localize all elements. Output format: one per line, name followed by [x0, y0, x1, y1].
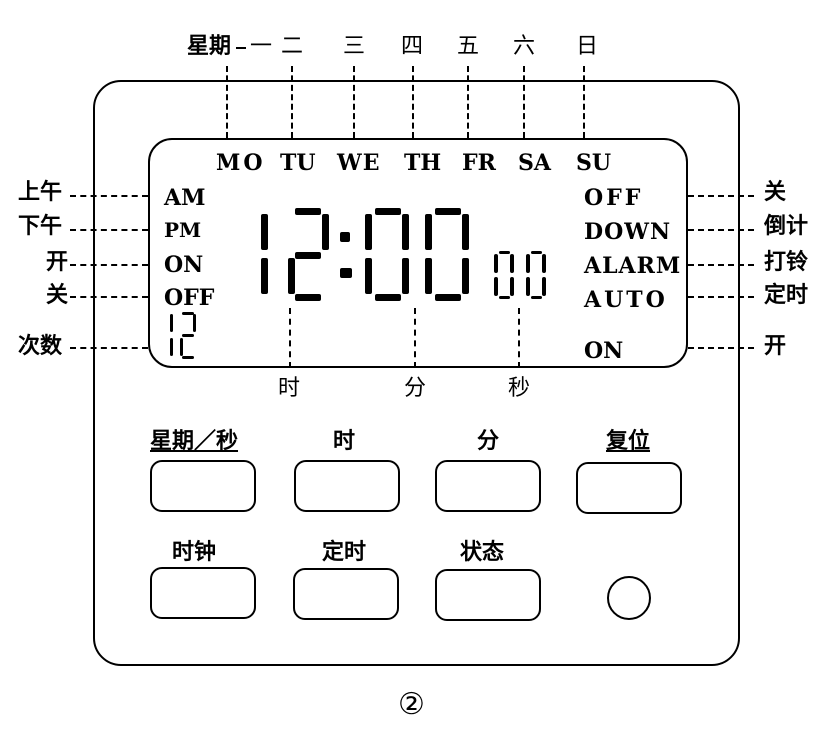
- status-button[interactable]: [435, 569, 541, 621]
- button-label-reset: 复位: [606, 429, 651, 454]
- lcd-day-we: WE: [337, 150, 381, 176]
- main-time-display: [255, 200, 485, 301]
- button-label-timer: 定时: [322, 540, 367, 565]
- day-label-sat: 六: [513, 34, 536, 59]
- button-label-minute: 分: [477, 429, 500, 454]
- button-label-status: 状态: [460, 540, 505, 565]
- leader-count: [70, 347, 148, 349]
- leader-alarm: [688, 264, 754, 266]
- round-button[interactable]: [607, 576, 651, 620]
- indicator-off-right: OFF: [584, 185, 644, 211]
- indicator-auto: AUTO: [584, 287, 668, 313]
- lcd-day-sa: SA: [518, 150, 551, 176]
- leader-thu: [412, 66, 414, 138]
- leader-on-right: [688, 347, 754, 349]
- leader-down: [688, 229, 754, 231]
- leader-second: [518, 308, 520, 368]
- leader-hour: [289, 308, 291, 368]
- minute-button[interactable]: [435, 460, 541, 512]
- indicator-pm: PM: [164, 218, 202, 242]
- leader-off-right: [688, 195, 754, 197]
- button-label-hour: 时: [333, 429, 356, 454]
- reset-button[interactable]: [576, 462, 682, 514]
- leader-tue: [291, 66, 293, 138]
- button-label-week-second: 星期／秒: [150, 429, 239, 454]
- indicator-am: AM: [164, 185, 206, 211]
- leader-on-left: [70, 264, 148, 266]
- indicator-alarm: ALARM: [584, 253, 682, 279]
- lcd-day-th: TH: [404, 150, 442, 176]
- callout-count: 次数: [18, 334, 63, 359]
- leader-minute: [414, 308, 416, 368]
- callout-am: 上午: [18, 180, 63, 205]
- leader-fri: [467, 66, 469, 138]
- lcd-day-mo: MO: [216, 150, 266, 176]
- lcd-day-fr: FR: [462, 150, 496, 176]
- button-label-clock: 时钟: [172, 540, 217, 565]
- day-label-fri: 五: [457, 34, 480, 59]
- day-label-tue: 二: [281, 34, 304, 59]
- callout-minute: 分: [404, 376, 427, 401]
- callout-on-right: 开: [764, 334, 787, 359]
- leader-mon: [226, 66, 228, 138]
- indicator-off-left: OFF: [164, 285, 215, 311]
- lcd-screen: [148, 138, 688, 368]
- seconds-display: [492, 250, 552, 300]
- leader-pm: [70, 229, 148, 231]
- callout-off-right: 关: [764, 180, 787, 205]
- counter-display: [164, 310, 204, 362]
- lcd-day-tu: TU: [280, 150, 316, 176]
- callout-on-left: 开: [46, 250, 69, 275]
- leader-auto: [688, 296, 754, 298]
- callout-off-left: 关: [46, 283, 69, 308]
- hour-button[interactable]: [294, 460, 400, 512]
- indicator-down: DOWN: [584, 219, 672, 245]
- clock-button[interactable]: [150, 567, 256, 619]
- timer-button[interactable]: [293, 568, 399, 620]
- week-prefix-dash: [236, 47, 246, 49]
- day-label-sun: 日: [576, 34, 599, 59]
- leader-am: [70, 195, 148, 197]
- callout-timer: 定时: [764, 283, 809, 308]
- day-label-thu: 四: [401, 34, 424, 59]
- leader-sat: [523, 66, 525, 138]
- callout-countdown: 倒计: [764, 214, 809, 239]
- day-label-mon: 一: [250, 34, 273, 59]
- callout-second: 秒: [508, 376, 531, 401]
- leader-sun: [583, 66, 585, 138]
- leader-off-left: [70, 296, 148, 298]
- indicator-on-right: ON: [584, 338, 624, 364]
- device-frame: [93, 80, 740, 666]
- week-prefix-label: 星期: [187, 34, 232, 59]
- leader-wed: [353, 66, 355, 138]
- figure-number: ②: [398, 687, 425, 722]
- callout-pm: 下午: [18, 214, 63, 239]
- day-label-wed: 三: [343, 34, 366, 59]
- indicator-on-left: ON: [164, 252, 204, 278]
- week-second-button[interactable]: [150, 460, 256, 512]
- lcd-day-su: SU: [576, 150, 612, 176]
- callout-ring: 打铃: [764, 250, 809, 275]
- callout-hour: 时: [278, 376, 301, 401]
